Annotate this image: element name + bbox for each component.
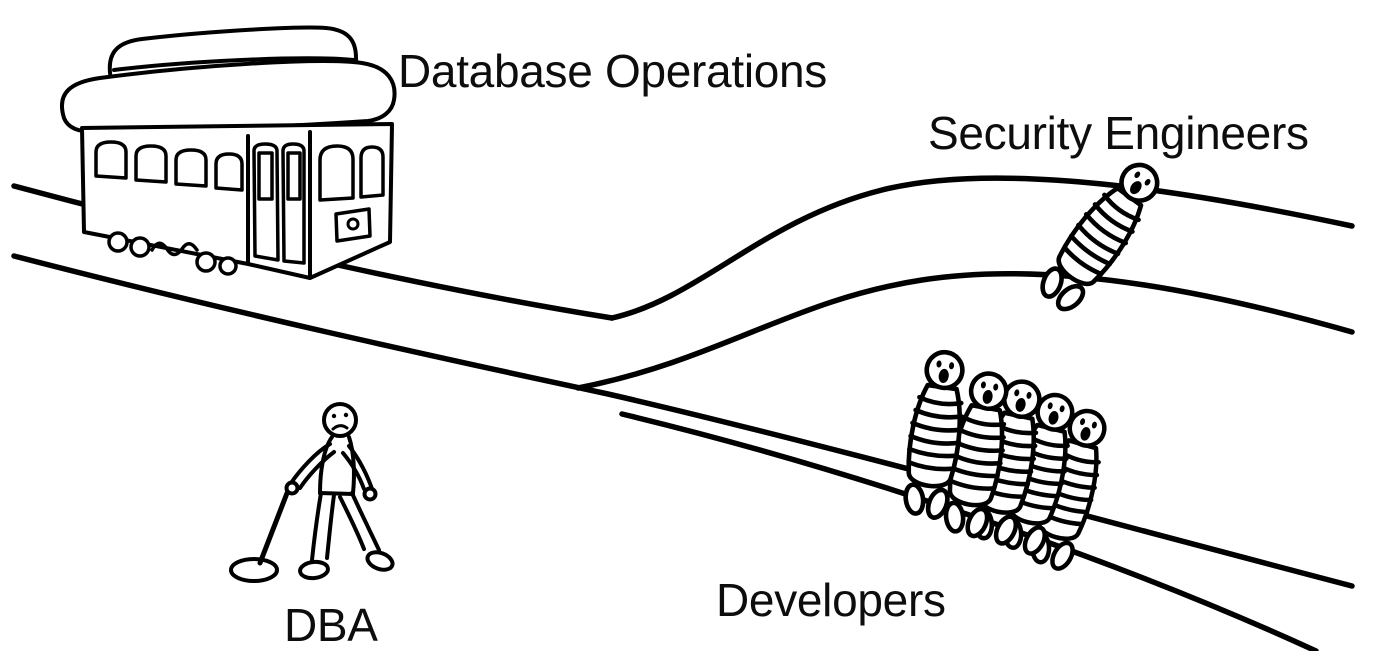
trolley-clerestory-line — [112, 56, 356, 72]
trolley — [60, 25, 397, 280]
trolley-door-window — [257, 151, 274, 201]
trolley-wheel — [129, 236, 151, 258]
dba-leg-left-inner — [325, 493, 336, 560]
dba-arm-left-inner — [298, 450, 336, 490]
dba-eye — [331, 413, 337, 419]
trolley-window — [214, 152, 244, 192]
label-dba: DBA — [284, 599, 378, 651]
label-database-operations: Database Operations — [398, 45, 828, 97]
trolley-window — [318, 144, 355, 202]
trolley-wheel — [107, 231, 129, 253]
dba-arm-right-inner — [341, 451, 366, 491]
trolley-window — [134, 144, 168, 184]
dba-leg-right-outer — [350, 491, 381, 552]
trolley-headlight — [346, 217, 360, 231]
trolley-wheel — [218, 256, 238, 276]
trolley-wheel — [195, 251, 217, 273]
dba-frown — [331, 424, 349, 431]
dba-arm-left — [289, 442, 332, 485]
lever-stick — [257, 485, 292, 566]
trolley-doors — [252, 142, 306, 265]
dba-head — [322, 402, 358, 438]
dba-eye — [343, 412, 349, 418]
trolley-window — [359, 145, 385, 199]
dba-figure — [229, 402, 395, 583]
dba-hand-left — [284, 480, 300, 496]
trolley-window — [174, 148, 208, 188]
label-security-engineers: Security Engineers — [928, 107, 1309, 159]
track-upper-branch-top-rail — [609, 175, 1355, 321]
developers-group — [900, 349, 1115, 574]
dba-leg-left-outer — [310, 491, 323, 562]
trolley-undercarriage-coil — [150, 241, 199, 257]
dba-hand-right — [362, 486, 378, 502]
label-developers: Developers — [716, 574, 946, 626]
trolley-door-window — [286, 151, 302, 201]
dba-foot-right — [365, 550, 395, 572]
dba-waist — [318, 491, 355, 496]
trolley-front-windows — [318, 144, 385, 202]
dba-leg-right-inner — [338, 495, 366, 551]
lever-base — [229, 557, 279, 583]
track-main-lower-rail — [11, 253, 1355, 589]
dba-arm-right — [347, 444, 374, 491]
trolley-window — [94, 140, 128, 180]
track-upper-branch-bottom-rail — [575, 270, 1355, 391]
trolley-wheels — [107, 231, 238, 276]
dba-foot-left — [298, 559, 330, 581]
dba-torso-right — [347, 435, 356, 495]
trolley-side-windows — [94, 140, 244, 192]
